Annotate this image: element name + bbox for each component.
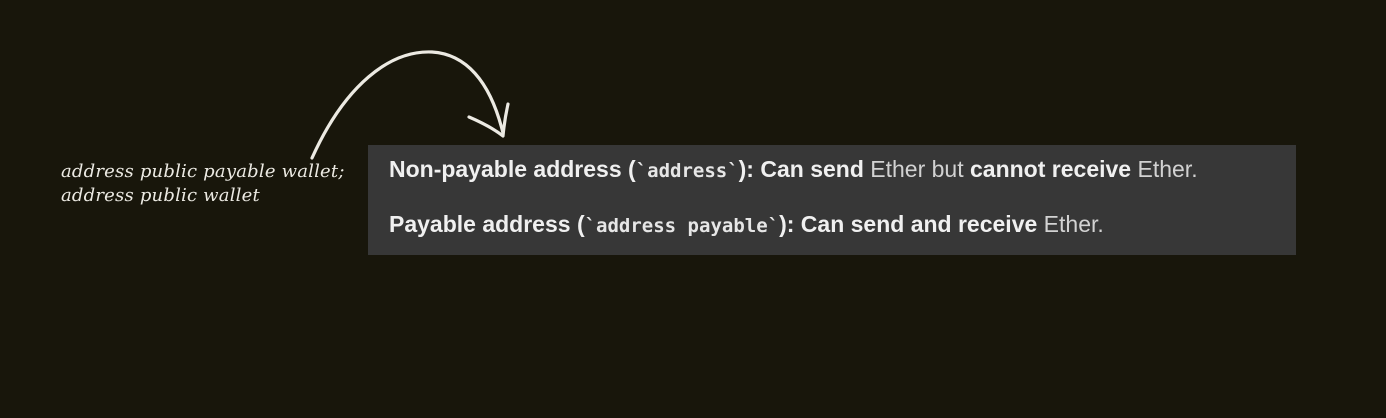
non-payable-cannot-receive: cannot receive — [970, 156, 1132, 182]
address-types-card: Non-payable address (`address`): Can sen… — [368, 145, 1296, 255]
payable-can-send-receive: ): Can send and receive — [779, 211, 1038, 237]
arrow-head — [467, 102, 510, 138]
arrow-curve — [310, 50, 505, 160]
non-payable-ether-text: Ether but — [863, 156, 970, 182]
note-line-2: address public wallet — [61, 185, 260, 206]
payable-row: Payable address (`address payable`): Can… — [389, 211, 1104, 238]
non-payable-can-send: ): Can send — [738, 156, 864, 182]
payable-code: `address payable` — [584, 215, 780, 237]
payable-ether-end: Ether. — [1037, 211, 1104, 237]
non-payable-label: Non-payable address ( — [389, 156, 636, 182]
handwritten-note: address public payable wallet; address p… — [61, 160, 345, 208]
non-payable-code: `address` — [635, 160, 739, 182]
non-payable-row: Non-payable address (`address`): Can sen… — [389, 156, 1198, 183]
payable-label: Payable address ( — [389, 211, 585, 237]
non-payable-ether-end: Ether. — [1131, 156, 1198, 182]
note-line-1: address public payable wallet; — [61, 161, 345, 182]
